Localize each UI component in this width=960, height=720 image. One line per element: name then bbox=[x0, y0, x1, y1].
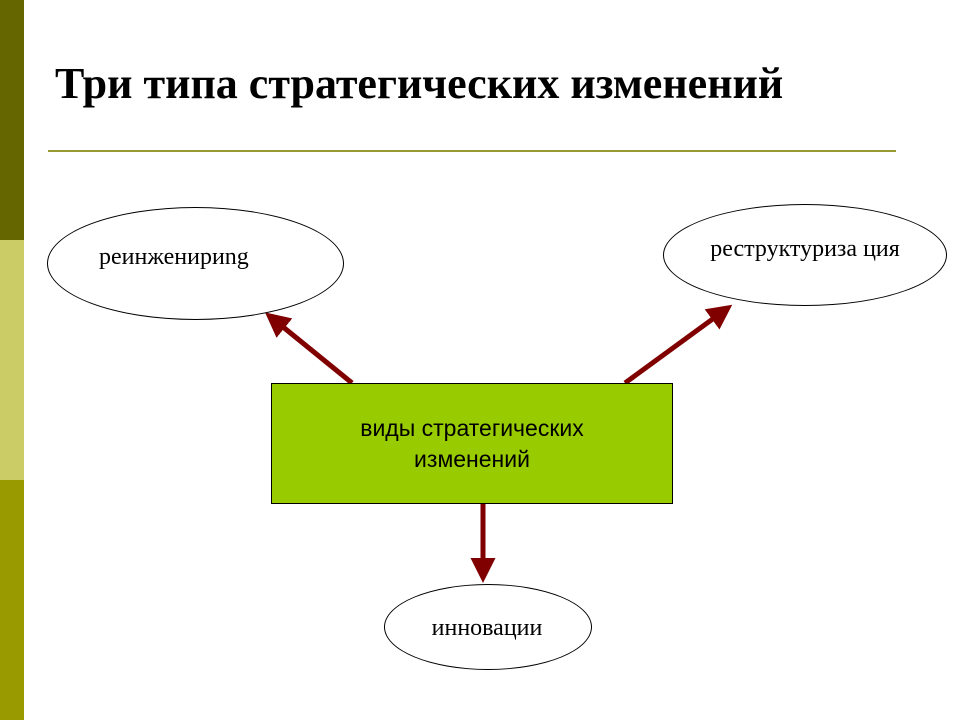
arrow-to-reengineering bbox=[265, 312, 354, 385]
decor-stripe-top bbox=[0, 0, 24, 240]
title-rule bbox=[48, 150, 896, 152]
node-innovation: инновации bbox=[384, 584, 592, 670]
center-box: виды стратегических изменений bbox=[271, 383, 673, 504]
decor-stripe-bottom bbox=[0, 480, 24, 720]
node-restructuring-label: реструктуриза ция bbox=[710, 235, 900, 262]
node-innovation-label: инновации bbox=[431, 614, 543, 641]
center-box-label: виды стратегических изменений bbox=[360, 415, 584, 472]
node-restructuring: реструктуриза ция bbox=[663, 204, 947, 306]
node-reengineering-label: реинженириng bbox=[99, 244, 249, 270]
arrow-to-restructuring bbox=[623, 304, 733, 386]
decor-stripe-middle bbox=[0, 240, 24, 480]
node-reengineering: реинженириng bbox=[47, 207, 344, 320]
slide-title: Три типа стратегических изменений bbox=[55, 59, 784, 108]
